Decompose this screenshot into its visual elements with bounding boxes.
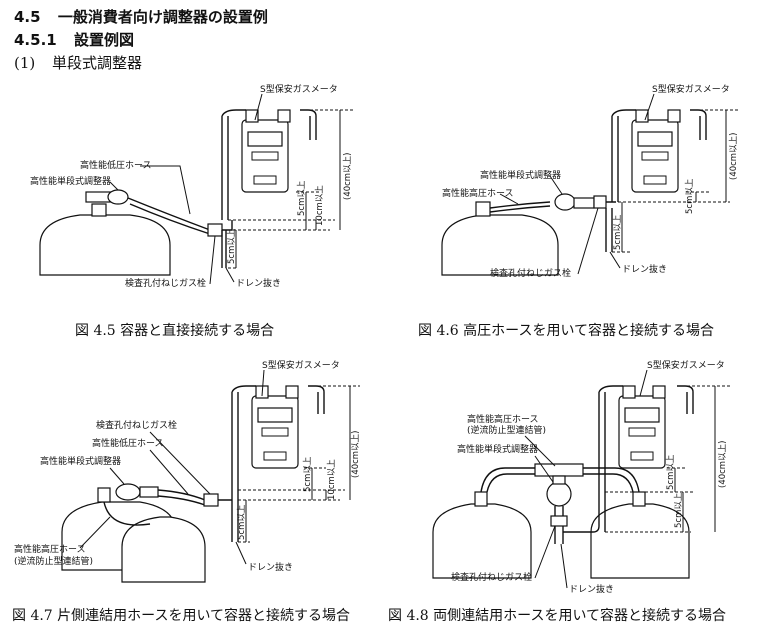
- dimension-lines: [612, 109, 740, 253]
- label-hose: 高性能低圧ホース: [80, 159, 152, 171]
- label-meter: S型保安ガスメータ: [262, 359, 340, 371]
- dimension-lines: [605, 385, 730, 533]
- label-plug: 検査孔付ねじガス栓: [125, 277, 206, 289]
- label-regulator: 高性能単段式調整器: [30, 175, 111, 187]
- regulator-icon: [85, 189, 129, 205]
- item-heading: (1) 単段式調整器: [14, 52, 142, 73]
- label-hp-hose-2: (逆流防止型連結管): [467, 424, 546, 436]
- label-hose: 高性能低圧ホース: [92, 437, 164, 449]
- label-plug: 検査孔付ねじガス栓: [490, 267, 571, 279]
- low-pressure-hose: [157, 489, 206, 501]
- high-pressure-hose: [103, 501, 151, 526]
- label-plug: 検査孔付ねじガス栓: [451, 571, 532, 583]
- dim-5cm-a: 5cm以上: [303, 456, 313, 492]
- label-hp-hose-2: (逆流防止型連結管): [14, 555, 93, 567]
- pipe: [218, 385, 256, 542]
- dim-5cm-a: 5cm以上: [685, 178, 695, 214]
- regulator-icon: [554, 193, 595, 211]
- item-title: 単段式調整器: [52, 54, 143, 72]
- dim-5cm-a: 5cm以上: [666, 454, 676, 490]
- label-meter: S型保安ガスメータ: [652, 83, 730, 95]
- pipe: [605, 201, 616, 252]
- item-number: (1): [14, 54, 36, 72]
- dim-10cm: 10cm以上: [315, 185, 325, 226]
- subsection-number: 4.5.1: [14, 31, 57, 49]
- dimension-lines: [228, 109, 355, 269]
- label-hose: 高性能高圧ホース: [442, 187, 514, 199]
- section-number: 4.5: [14, 8, 41, 26]
- gas-plug-icon: [203, 493, 219, 507]
- label-drain: ドレン抜き: [569, 583, 614, 595]
- dim-40cm: (40cm以上): [351, 431, 361, 478]
- tank: [61, 487, 206, 583]
- figure-4-8: S型保安ガスメータ 高性能高圧ホース (逆流防止型連結管) 高性能単段式調整器 …: [432, 359, 730, 595]
- high-pressure-hose-right: [583, 467, 640, 493]
- regulator-icon: [534, 463, 584, 507]
- label-hp-hose-1: 高性能高圧ホース: [14, 543, 86, 555]
- gas-meter-icon: [251, 385, 299, 469]
- label-regulator: 高性能単段式調整器: [40, 455, 121, 467]
- gas-plug-icon: [550, 515, 568, 527]
- figure-4-6: S型保安ガスメータ 高性能単段式調整器 高性能高圧ホース 検査孔付ねじガス栓 ド…: [441, 83, 740, 279]
- label-plug: 検査孔付ねじガス栓: [96, 419, 177, 431]
- tank: [432, 491, 690, 579]
- gas-meter-icon: [618, 385, 666, 469]
- label-meter: S型保安ガスメータ: [260, 83, 338, 95]
- regulator-icon: [115, 483, 159, 501]
- tank: [39, 203, 171, 276]
- dim-5cm-d: 5cm以上: [674, 492, 684, 528]
- section-title: 一般消費者向け調整器の設置例: [57, 8, 268, 26]
- label-drain: ドレン抜き: [248, 561, 293, 573]
- section-heading: 4.5 一般消費者向け調整器の設置例: [14, 6, 268, 27]
- dim-10cm: 10cm以上: [327, 459, 337, 500]
- dim-5cm-d: 5cm以上: [237, 504, 247, 540]
- figure-4-5: S型保安ガスメータ 高性能低圧ホース 高性能単段式調整器 検査孔付ねじガス栓 ド…: [30, 83, 355, 289]
- label-regulator: 高性能単段式調整器: [480, 169, 561, 181]
- gas-meter-icon: [631, 109, 681, 193]
- tank: [441, 201, 559, 276]
- low-pressure-hose: [127, 197, 211, 231]
- label-regulator: 高性能単段式調整器: [457, 443, 538, 455]
- gas-plug-icon: [207, 223, 223, 237]
- dim-40cm: (40cm以上): [718, 441, 728, 488]
- figure-4-7: S型保安ガスメータ 検査孔付ねじガス栓 高性能低圧ホース 高性能単段式調整器 高…: [14, 359, 361, 583]
- dim-5cm-d: 5cm以上: [613, 214, 623, 250]
- label-hp-hose-1: 高性能高圧ホース: [467, 413, 539, 425]
- caption-4-5: 図 4.5 容器と直接接続する場合: [75, 323, 275, 339]
- caption-4-6: 図 4.6 高圧ホースを用いて容器と接続する場合: [418, 323, 715, 339]
- high-pressure-hose: [489, 201, 551, 209]
- label-drain: ドレン抜き: [622, 263, 667, 275]
- label-drain: ドレン抜き: [236, 277, 281, 289]
- dimension-lines: [238, 385, 360, 543]
- dim-40cm: (40cm以上): [343, 153, 353, 200]
- dim-40cm: (40cm以上): [729, 133, 739, 180]
- label-meter: S型保安ガスメータ: [647, 359, 725, 371]
- dim-5cm-d: 5cm以上: [227, 228, 237, 264]
- dim-5cm-a: 5cm以上: [297, 180, 307, 216]
- gas-meter-icon: [241, 109, 291, 193]
- caption-4-8: 図 4.8 両側連結用ホースを用いて容器と接続する場合: [388, 608, 727, 624]
- subsection-heading: 4.5.1 設置例図: [14, 29, 134, 50]
- gas-plug-icon: [593, 195, 607, 209]
- subsection-title: 設置例図: [73, 31, 134, 49]
- caption-4-7: 図 4.7 片側連結用ホースを用いて容器と接続する場合: [12, 608, 351, 624]
- high-pressure-hose-left: [480, 467, 535, 493]
- pipe: [221, 220, 233, 268]
